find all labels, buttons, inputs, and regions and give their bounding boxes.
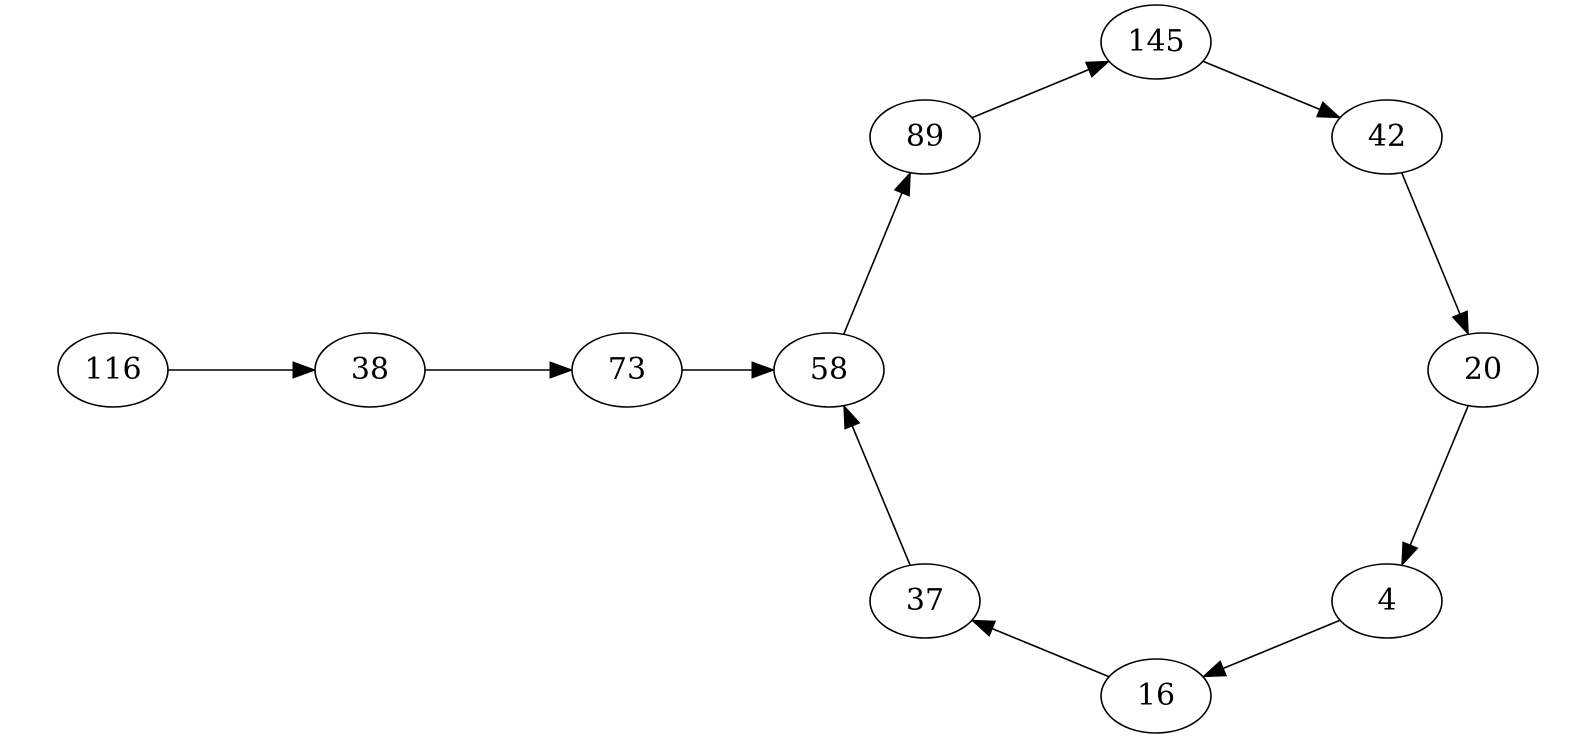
edge-73-to-58 [682, 361, 776, 379]
edge-line [851, 425, 911, 566]
edges-layer [168, 60, 1469, 678]
edge-line [991, 627, 1110, 678]
edge-20-to-4 [1401, 405, 1469, 567]
node-16: 16 [1100, 658, 1212, 734]
arrowhead-icon [970, 619, 997, 637]
node-ellipse [314, 332, 426, 408]
node-label: 16 [1137, 678, 1175, 713]
arrowhead-icon [1201, 660, 1228, 678]
edge-16-to-37 [970, 619, 1110, 678]
node-20: 20 [1427, 332, 1539, 408]
node-label: 58 [810, 352, 848, 387]
arrowhead-icon [1084, 60, 1111, 78]
edge-line [1400, 172, 1461, 315]
node-37: 37 [869, 563, 981, 639]
node-145: 145 [1100, 4, 1212, 80]
arrowhead-icon [549, 361, 574, 379]
edge-145-to-42 [1202, 60, 1342, 119]
edge-38-to-73 [425, 361, 574, 379]
edge-line [842, 192, 903, 335]
node-label: 38 [351, 352, 389, 387]
node-58: 58 [773, 332, 885, 408]
node-label: 37 [906, 583, 944, 618]
arrowhead-icon [893, 171, 911, 197]
edge-58-to-89 [842, 171, 911, 335]
node-label: 4 [1377, 583, 1396, 618]
node-116: 116 [57, 332, 169, 408]
node-ellipse [1427, 332, 1539, 408]
nodes-layer: 116 38 73 58 89 145 42 20 4 16 37 [57, 4, 1539, 734]
edge-42-to-20 [1400, 172, 1469, 336]
node-ellipse [1100, 658, 1212, 734]
node-label: 42 [1368, 119, 1406, 154]
node-ellipse [1100, 4, 1212, 80]
node-label: 20 [1464, 352, 1502, 387]
node-4: 4 [1331, 563, 1443, 639]
node-ellipse [1331, 563, 1443, 639]
arrowhead-icon [1401, 541, 1419, 567]
node-ellipse [773, 332, 885, 408]
edge-116-to-38 [168, 361, 317, 379]
node-ellipse [869, 563, 981, 639]
arrowhead-icon [1315, 101, 1342, 119]
edge-line [1409, 405, 1469, 546]
node-label: 145 [1127, 24, 1184, 59]
node-73: 73 [571, 332, 683, 408]
edge-line [971, 68, 1090, 119]
node-label: 73 [608, 352, 646, 387]
node-ellipse [869, 99, 981, 175]
node-ellipse [57, 332, 169, 408]
node-ellipse [1331, 99, 1443, 175]
edge-line [1202, 60, 1321, 111]
node-42: 42 [1331, 99, 1443, 175]
node-38: 38 [314, 332, 426, 408]
arrowhead-icon [292, 361, 317, 379]
arrowhead-icon [1451, 310, 1469, 336]
node-89: 89 [869, 99, 981, 175]
node-ellipse [571, 332, 683, 408]
edge-89-to-145 [971, 60, 1111, 119]
edge-4-to-16 [1201, 619, 1341, 678]
arrowhead-icon [843, 404, 861, 430]
edge-37-to-58 [843, 404, 911, 566]
node-label: 116 [84, 352, 141, 387]
edge-line [1222, 619, 1341, 670]
arrowhead-icon [751, 361, 776, 379]
node-label: 89 [906, 119, 944, 154]
